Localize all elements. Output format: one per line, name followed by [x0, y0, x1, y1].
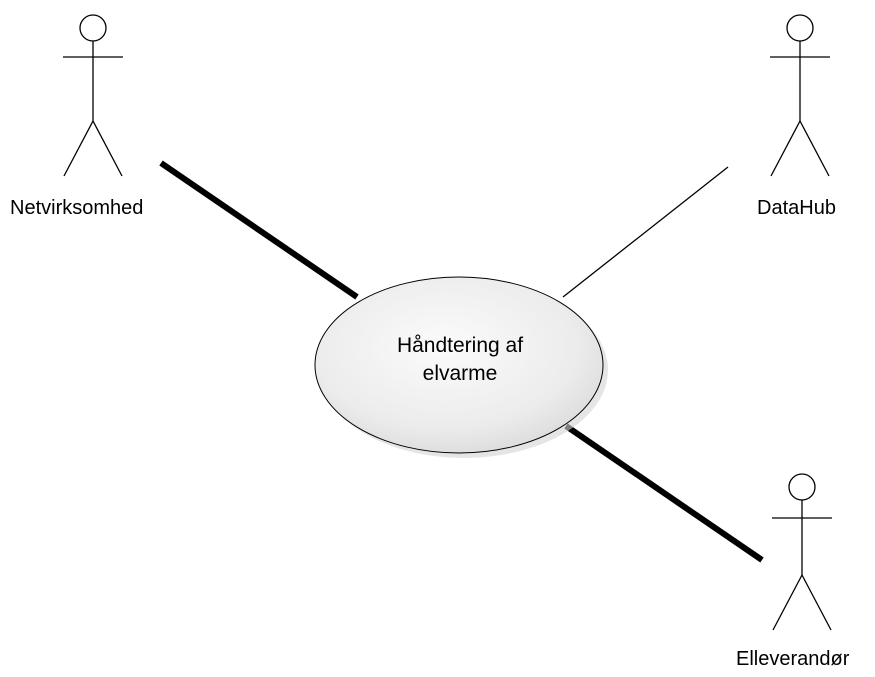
actor-head [788, 473, 816, 501]
actor-right-leg [801, 574, 832, 631]
actor-label-datahub: DataHub [757, 197, 836, 219]
actor-right-leg [799, 120, 830, 177]
actor-label-netvirksomhed: Netvirksomhed [10, 197, 144, 219]
actor-left-leg [770, 120, 801, 177]
actor-left-leg [772, 574, 803, 631]
association-datahub[interactable] [562, 166, 729, 298]
actor-head [79, 14, 107, 42]
actor-elleverandor[interactable] [772, 473, 832, 631]
actor-datahub[interactable] [770, 14, 830, 177]
use-case-label-line-2: elvarme [422, 362, 498, 385]
association-elleverandor[interactable] [564, 423, 764, 563]
actor-label-elleverandor: Elleverandør [736, 648, 850, 670]
use-case-label-line-1: Håndtering af [396, 334, 524, 357]
use-case-label: Håndtering af elvarme [340, 332, 580, 388]
association-netvirksomhed[interactable] [159, 160, 359, 300]
use-case-ellipse[interactable] [314, 276, 604, 454]
actor-right-leg [92, 120, 123, 177]
actor-netvirksomhed[interactable] [63, 14, 123, 177]
actor-head [786, 14, 814, 42]
actor-left-leg [63, 120, 94, 177]
